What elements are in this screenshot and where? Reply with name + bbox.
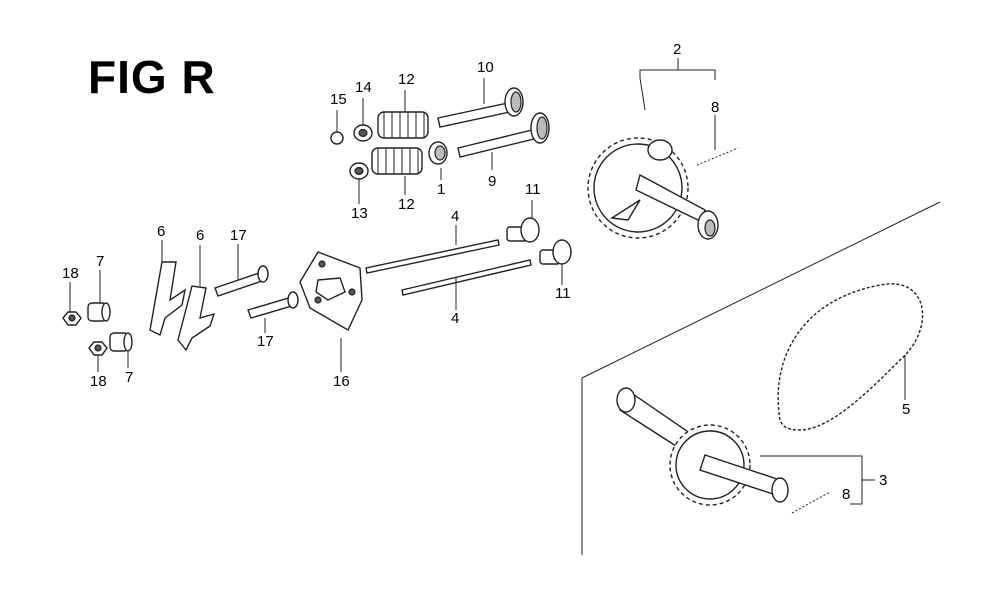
inset-panel-border <box>581 201 941 555</box>
rocker-arm-a[interactable] <box>149 261 187 337</box>
rocker-pivot-lower[interactable] <box>109 332 133 352</box>
callout-9: 9 <box>488 173 496 190</box>
spring-retainer-14[interactable] <box>353 124 373 142</box>
figure-title: FIG R <box>88 51 216 103</box>
callout-11-lower: 11 <box>555 285 571 302</box>
callout-17-upper: 17 <box>230 227 247 244</box>
camshaft-gear[interactable] <box>587 137 719 240</box>
callout-4-upper: 4 <box>451 208 459 225</box>
push-rod-guide-plate[interactable] <box>299 251 363 331</box>
callout-2: 2 <box>673 41 681 58</box>
callout-12-lower: 12 <box>398 196 415 213</box>
valve-lower[interactable] <box>457 112 550 158</box>
callout-5: 5 <box>902 401 910 418</box>
timing-chain[interactable] <box>777 283 924 431</box>
callout-11-upper: 11 <box>525 181 541 198</box>
callout-12-upper: 12 <box>398 71 415 88</box>
callout-6-left: 6 <box>157 223 165 240</box>
callout-10: 10 <box>477 59 494 76</box>
pivot-nut-lower[interactable] <box>88 341 108 356</box>
callout-18-lower: 18 <box>90 373 107 390</box>
callout-7-upper: 7 <box>96 253 104 270</box>
callout-18-upper: 18 <box>62 265 79 282</box>
pivot-nut-upper[interactable] <box>62 311 82 326</box>
callout-labels: 15 14 12 10 2 8 1 9 13 12 11 4 6 6 17 18… <box>62 41 910 503</box>
crankshaft-sprocket[interactable] <box>616 387 789 506</box>
callout-8-upper: 8 <box>711 99 719 116</box>
spring-8-lower[interactable] <box>791 491 831 514</box>
push-rod-upper[interactable] <box>365 239 500 274</box>
tappet-upper[interactable] <box>506 217 540 243</box>
tappet-lower[interactable] <box>539 239 572 265</box>
valve-spring-upper[interactable] <box>377 111 429 139</box>
spring-retainer-13[interactable] <box>349 162 369 180</box>
rocker-arm-b[interactable] <box>177 285 216 352</box>
valve-rotator-1[interactable] <box>428 141 448 165</box>
spring-8-upper[interactable] <box>696 147 739 166</box>
callout-6-right: 6 <box>196 227 204 244</box>
valve-upper[interactable] <box>437 87 524 128</box>
callout-3: 3 <box>879 472 887 489</box>
callout-1: 1 <box>437 181 445 198</box>
valve-spring-lower[interactable] <box>371 147 423 175</box>
callout-8-lower: 8 <box>842 486 850 503</box>
rocker-arm-stud-upper[interactable] <box>214 265 269 297</box>
rocker-pivot-upper[interactable] <box>87 302 111 322</box>
callout-14: 14 <box>355 79 372 96</box>
callout-13: 13 <box>351 205 368 222</box>
rocker-arm-stud-lower[interactable] <box>247 291 299 319</box>
callout-4-lower: 4 <box>451 310 459 327</box>
valve-cotter-15[interactable] <box>330 131 344 145</box>
callout-15: 15 <box>330 91 347 108</box>
push-rod-lower[interactable] <box>401 259 532 296</box>
leader-lines <box>69 58 906 505</box>
callout-16: 16 <box>333 373 350 390</box>
callout-7-lower: 7 <box>125 369 133 386</box>
callout-17-lower: 17 <box>257 333 274 350</box>
